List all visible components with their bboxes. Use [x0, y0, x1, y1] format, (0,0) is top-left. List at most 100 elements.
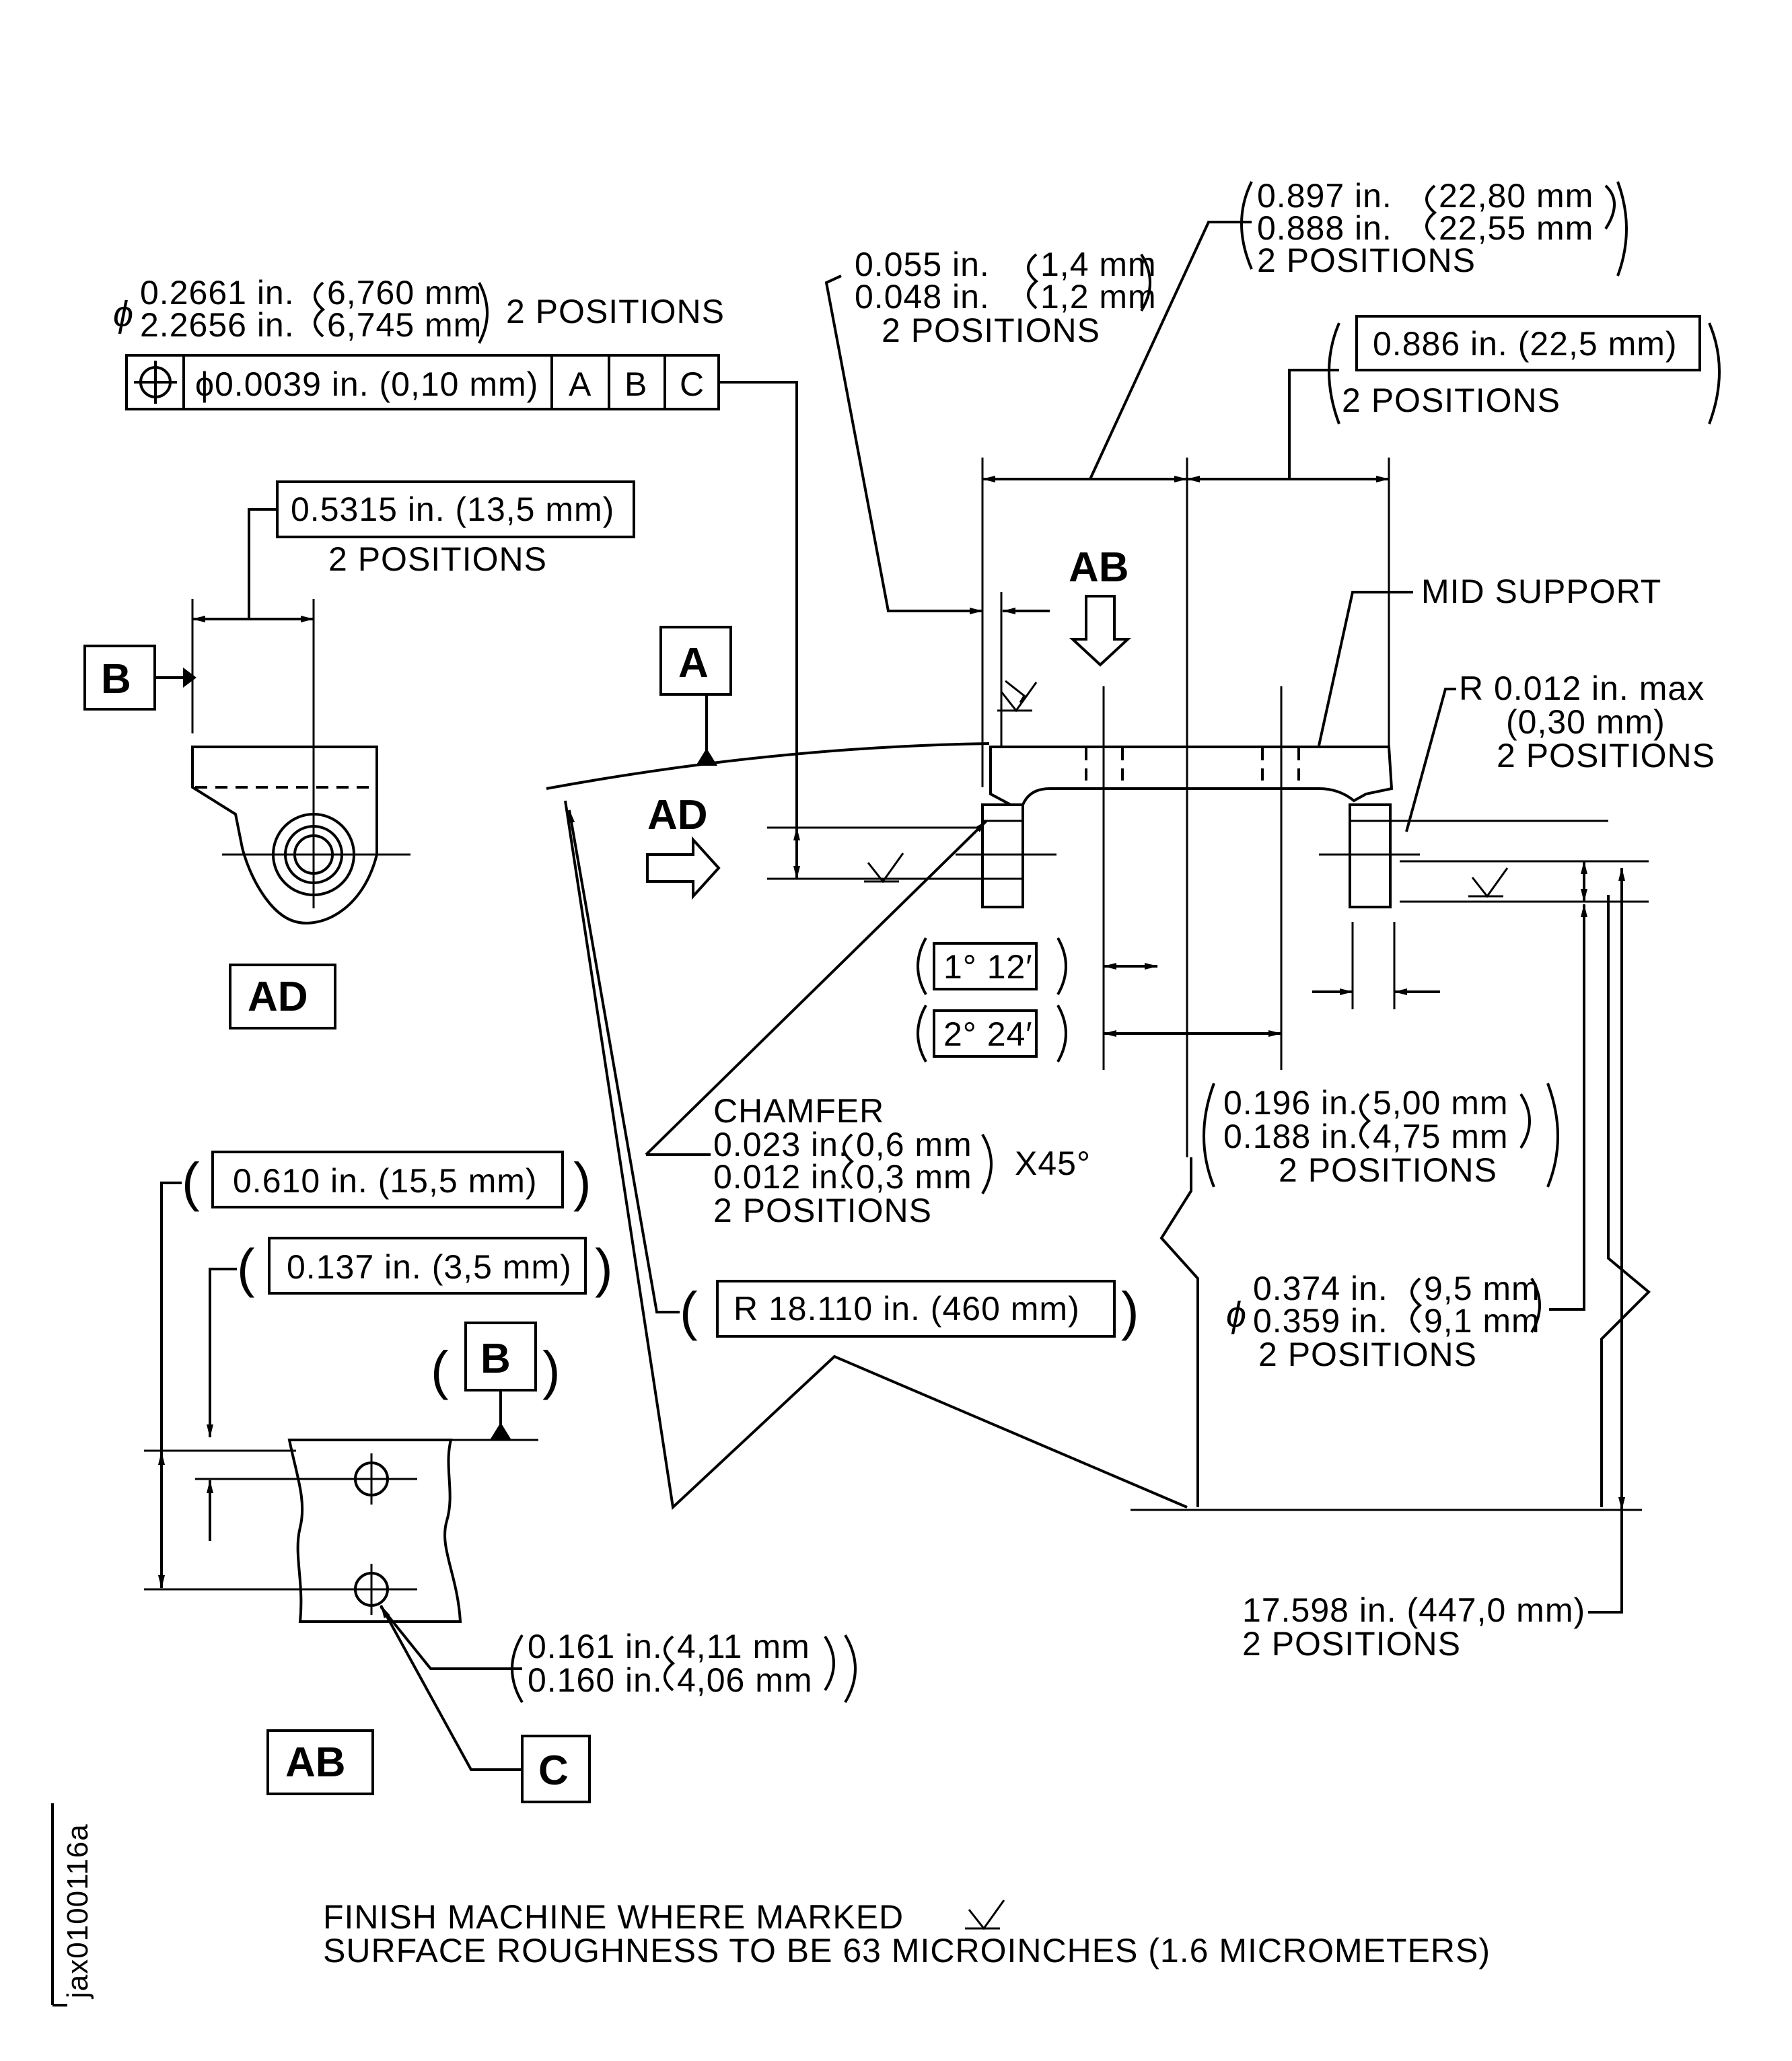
dim-897-mm-max: 22,80 mm: [1439, 177, 1593, 215]
position-tolerance: ϕ0.0039 in. (0,10 mm): [195, 365, 538, 403]
break-outline: [564, 800, 1188, 1511]
svg-text:(: (: [182, 1152, 201, 1212]
svg-text:(: (: [431, 1340, 450, 1400]
flange-in-min: 0.048 in.: [855, 278, 990, 316]
dim-161-in-max: 0.161 in.: [528, 1628, 663, 1665]
dim-0-137: ( 0.137 in. (3,5 mm) ): [195, 1237, 614, 1541]
view-ad: B AD: [83, 645, 410, 1029]
hole-diameter-callout: ϕ 0.2661 in. 2.2656 in. 6,760 mm 6,745 m…: [113, 274, 725, 344]
radius-0-012: R 0.012 in. max (0,30 mm) 2 POSITIONS: [1405, 670, 1715, 832]
dim-0-5315: 0.5315 in. (13,5 mm) 2 POSITIONS: [191, 480, 635, 908]
dim-196-positions: 2 POSITIONS: [1279, 1151, 1497, 1189]
note-line-2: SURFACE ROUGHNESS TO BE 63 MICROINCHES (…: [323, 1932, 1491, 1969]
chamfer-mm-min: 0,3 mm: [856, 1158, 972, 1196]
view-ad-label: AD: [248, 974, 308, 1020]
radius-012-positions: 2 POSITIONS: [1497, 737, 1715, 774]
dim-17598-value: 17.598 in. (447,0 mm): [1242, 1591, 1585, 1629]
svg-text:): ): [595, 1238, 614, 1298]
chamfer-positions: 2 POSITIONS: [713, 1192, 932, 1229]
hole-dia-positions: 2 POSITIONS: [506, 293, 725, 330]
dim-0-886: 0.886 in. (22,5 mm) 2 POSITIONS: [1186, 315, 1721, 747]
svg-text:): ): [573, 1152, 592, 1212]
frame-datum-3: C: [680, 365, 705, 403]
dim-0-5315-value: 0.5315 in. (13,5 mm): [291, 491, 614, 528]
dim-897-positions: 2 POSITIONS: [1257, 242, 1476, 279]
ad-part-profile: [191, 746, 378, 925]
dim-374-in-max: 0.374 in.: [1253, 1270, 1388, 1307]
frame-datum-1: A: [569, 365, 592, 403]
datum-b-ref-label: B: [480, 1336, 511, 1382]
chamfer-x45: X45°: [1015, 1145, 1091, 1182]
hole-dia-in-max: 0.2661 in.: [140, 274, 295, 312]
radius-18-110: ( R 18.110 in. (460 mm) ): [568, 809, 1140, 1341]
dim-0-196: 0.196 in. 0.188 in. 5,00 mm 4,75 mm 2 PO…: [1203, 1083, 1559, 1189]
dim-0-610: ( 0.610 in. (15,5 mm) ): [144, 1151, 592, 1591]
hole-dia-mm-min: 6,745 mm: [327, 306, 482, 344]
dim-196-in-max: 0.196 in.: [1223, 1084, 1359, 1122]
mid-support-label: MID SUPPORT: [1421, 573, 1661, 610]
diameter-symbol: ϕ: [113, 294, 133, 334]
dim-161-mm-max: 4,11 mm: [677, 1628, 810, 1665]
dim-374-mm-max: 9,5 mm: [1424, 1270, 1540, 1307]
svg-text:(: (: [237, 1238, 256, 1298]
dim-897-in-max: 0.897 in.: [1257, 177, 1392, 215]
hole-dia-in-min: 2.2656 in.: [140, 306, 295, 344]
dim-0-5315-positions: 2 POSITIONS: [328, 540, 547, 578]
datum-b-label: B: [101, 656, 131, 702]
dim-0-374: ϕ 0.374 in. 0.359 in. 9,5 mm 9,1 mm 2 PO…: [1226, 904, 1587, 1373]
frame-leader: [719, 381, 798, 875]
view-ab: AB C: [266, 1439, 591, 1803]
dim-610-value: 0.610 in. (15,5 mm): [233, 1162, 538, 1200]
dim-17598-positions: 2 POSITIONS: [1242, 1625, 1461, 1663]
view-ad-arrow: AD: [646, 792, 721, 900]
datum-b-ref: ( B ): [431, 1322, 561, 1441]
figure-id: jax0100116a: [51, 1803, 94, 2006]
radius-18110-value: R 18.110 in. (460 mm): [733, 1290, 1080, 1328]
angle-1-12: 1° 12′: [917, 937, 1158, 995]
dim-17-598: 17.598 in. (447,0 mm) 2 POSITIONS: [1131, 867, 1642, 1663]
datum-a-label: A: [678, 640, 709, 686]
dim-886-value: 0.886 in. (22,5 mm): [1373, 325, 1678, 363]
dim-374-mm-min: 9,1 mm: [1424, 1302, 1540, 1340]
svg-text:): ): [542, 1340, 561, 1400]
dim-196-mm-min: 4,75 mm: [1373, 1118, 1509, 1155]
chamfer-in-max: 0.023 in.: [713, 1126, 849, 1163]
chamfer-title: CHAMFER: [713, 1092, 884, 1130]
arrow-ad-label: AD: [647, 792, 708, 838]
chamfer-mm-max: 0,6 mm: [856, 1126, 972, 1163]
dim-161-in-min: 0.160 in.: [528, 1661, 663, 1699]
dim-897-in-min: 0.888 in.: [1257, 209, 1392, 247]
flange-in-max: 0.055 in.: [855, 246, 990, 283]
view-ab-arrow: AB: [1069, 544, 1132, 667]
radius-012-line2: (0,30 mm): [1506, 703, 1665, 741]
dia-374-symbol: ϕ: [1226, 1295, 1247, 1335]
angle-2-value: 2° 24′: [943, 1015, 1033, 1053]
dim-0-161: 0.161 in. 0.160 in. 4,11 mm 4,06 mm: [380, 1605, 857, 1704]
dim-886-positions: 2 POSITIONS: [1342, 382, 1561, 419]
main-part: [956, 686, 1420, 1070]
datum-c-label: C: [538, 1747, 569, 1794]
mid-support-callout: MID SUPPORT: [1318, 573, 1661, 746]
angle-1-value: 1° 12′: [943, 948, 1033, 986]
figure-id-text: jax0100116a: [61, 1823, 94, 2000]
flange-positions: 2 POSITIONS: [882, 312, 1100, 349]
finish-note: FINISH MACHINE WHERE MARKED SURFACE ROUG…: [323, 1898, 1491, 1969]
svg-text:): ): [1121, 1281, 1140, 1341]
frame-datum-2: B: [624, 365, 647, 403]
dim-897-mm-min: 22,55 mm: [1439, 209, 1593, 247]
position-tolerance-frame: ϕ0.0039 in. (0,10 mm) A B C: [125, 354, 798, 875]
note-line-1: FINISH MACHINE WHERE MARKED: [323, 1898, 904, 1936]
dim-0-897: 0.897 in. 0.888 in. 22,80 mm 22,55 mm 2 …: [981, 177, 1628, 1157]
position-icon: [134, 361, 177, 404]
svg-text:(: (: [680, 1281, 698, 1341]
dim-161-mm-min: 4,06 mm: [677, 1661, 813, 1699]
hole-dia-mm-max: 6,760 mm: [327, 274, 482, 312]
dim-374-positions: 2 POSITIONS: [1258, 1336, 1477, 1373]
bracket-left: [314, 281, 326, 338]
arrow-ab-label: AB: [1069, 544, 1129, 591]
chamfer-callout: CHAMFER 0.023 in. 0.012 in. 0,6 mm 0,3 m…: [645, 820, 1091, 1229]
chamfer-in-min: 0.012 in.: [713, 1158, 849, 1196]
bracket-right: [478, 282, 489, 344]
dim-137-value: 0.137 in. (3,5 mm): [287, 1248, 572, 1286]
